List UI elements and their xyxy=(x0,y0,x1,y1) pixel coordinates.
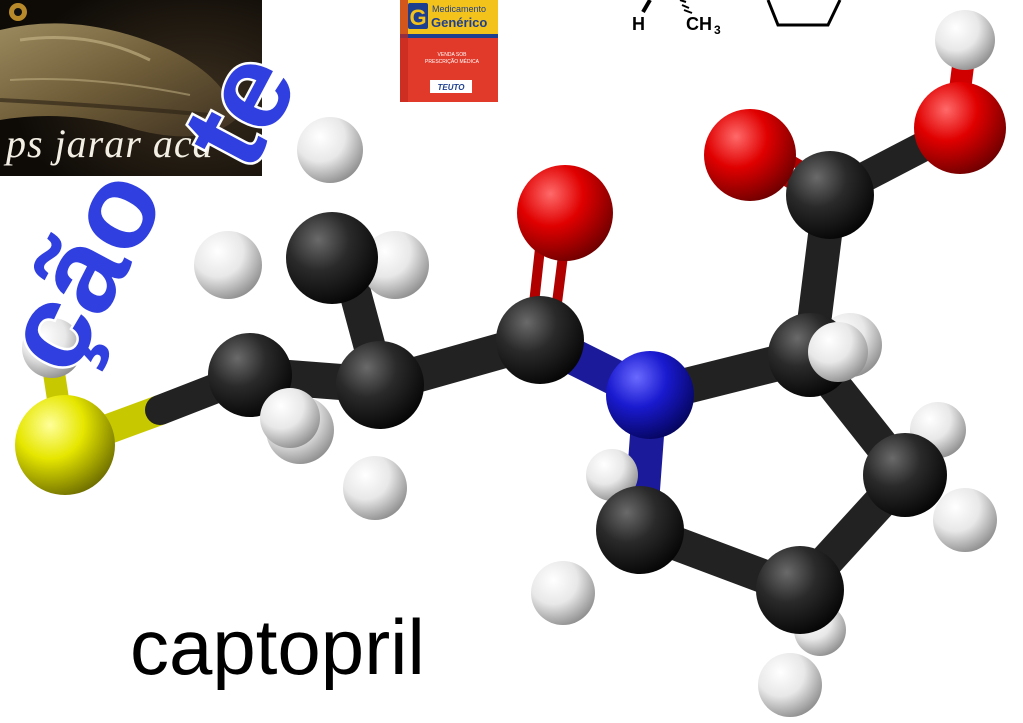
drug-box-line2: Genérico xyxy=(431,15,487,30)
hydrogen-atom xyxy=(260,388,320,448)
snake-photo-caption: ps jarar aca xyxy=(6,121,214,166)
drug-box-fine-print-1: VENDA SOB xyxy=(438,52,468,58)
hydrogen-atom xyxy=(22,318,82,378)
drug-box-image: G Medicamento Genérico VENDA SOB PRESCRI… xyxy=(400,0,498,102)
carbon-atom xyxy=(756,546,844,634)
hydrogen-atom xyxy=(758,653,822,717)
carbon-atom xyxy=(596,486,684,574)
snake-photo-image xyxy=(0,0,262,176)
hydrogen-atom xyxy=(586,449,638,501)
atom-h-label: H xyxy=(632,14,645,34)
structural-formula: H CH 3 xyxy=(600,0,860,40)
sulfur-atom xyxy=(15,395,115,495)
carbon-atom xyxy=(496,296,584,384)
hydrogen-atom xyxy=(297,117,363,183)
wedge-bond xyxy=(641,0,652,14)
drug-box-brand-plate xyxy=(430,80,472,93)
drug-box-line1: Medicamento xyxy=(432,4,486,14)
oxygen-atom xyxy=(914,82,1006,174)
hydrogen-atom xyxy=(361,231,429,299)
structural-formula-drawing: H CH 3 xyxy=(632,0,842,37)
carbon-atom xyxy=(863,433,947,517)
nitrogen-atom xyxy=(606,351,694,439)
molecule-name-label: captopril xyxy=(130,603,425,691)
ring-bonds xyxy=(766,0,842,27)
generic-badge-letter: G xyxy=(409,5,426,30)
hashed-bond xyxy=(679,0,693,14)
oxygen-atom xyxy=(704,109,796,201)
snake-photo: ps jarar aca xyxy=(0,0,262,176)
hydrogen-atom xyxy=(808,322,868,382)
atom-ch3-subscript: 3 xyxy=(714,23,721,37)
drug-box-brand: TEUTO xyxy=(438,83,466,92)
hydrogen-atom xyxy=(194,231,262,299)
hydrogen-atom xyxy=(343,456,407,520)
carbon-atom xyxy=(286,212,378,304)
generic-drug-box: G Medicamento Genérico VENDA SOB PRESCRI… xyxy=(396,0,502,104)
oxygen-atom xyxy=(517,165,613,261)
front-hydrogen-atoms xyxy=(260,322,868,448)
hydrogen-atom xyxy=(531,561,595,625)
carbon-atom xyxy=(786,151,874,239)
hydrogen-atom xyxy=(935,10,995,70)
generic-g-badge xyxy=(408,3,428,29)
hydrogen-atom xyxy=(933,488,997,552)
carbon-atom xyxy=(336,341,424,429)
atom-ch3-label: CH xyxy=(686,14,712,34)
drug-box-fine-print-2: PRESCRIÇÃO MÉDICA xyxy=(425,58,480,65)
